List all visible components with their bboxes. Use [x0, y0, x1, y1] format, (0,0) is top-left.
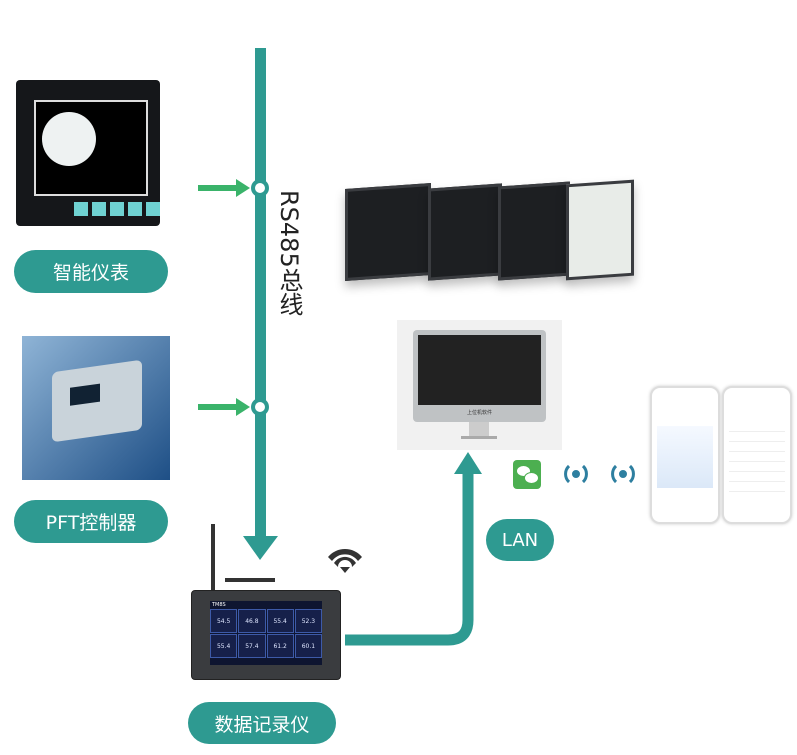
- pft-controller-image: [22, 336, 170, 480]
- bus-node-meter: [251, 179, 269, 197]
- logger-brand: TM8S: [212, 602, 226, 608]
- bus-node-pft: [251, 398, 269, 416]
- wifi-icon: [328, 548, 362, 573]
- lan-label: LAN: [486, 519, 554, 561]
- data-logger-label: 数据记录仪: [188, 702, 336, 744]
- green-arrow-meter: [198, 179, 250, 197]
- smart-meter-image: [16, 80, 160, 226]
- software-screen: [345, 182, 431, 282]
- bus-arrow-down: [243, 536, 278, 560]
- phone-chart: [650, 386, 720, 524]
- phone-list: [722, 386, 792, 524]
- software-screen: [498, 181, 570, 281]
- software-screen: [428, 183, 502, 281]
- logger-reading: 55.4: [266, 609, 294, 633]
- smart-meter-label: 智能仪表: [14, 250, 168, 293]
- green-arrow-pft: [198, 398, 250, 416]
- rs485-bus-label: RS485总线: [275, 190, 303, 316]
- wechat-icon: [513, 460, 541, 489]
- logger-reading: 60.1: [294, 634, 322, 658]
- lan-arrow-up: [454, 452, 482, 474]
- monitor-image: 上位机软件: [397, 320, 562, 450]
- logger-reading: 57.4: [238, 634, 266, 658]
- software-screen: [566, 179, 634, 281]
- monitor-caption: 上位机软件: [466, 410, 492, 416]
- data-logger-image: TM8S 54.5 46.8 55.4 52.3 55.4 57.4 61.2 …: [191, 590, 341, 680]
- antenna: [225, 578, 275, 582]
- logger-reading: 46.8: [238, 609, 266, 633]
- antenna: [211, 524, 215, 594]
- logger-reading: 54.5: [210, 609, 238, 633]
- logger-reading: 52.3: [294, 609, 322, 633]
- wireless-signal-icon: [564, 464, 635, 484]
- logger-reading: 55.4: [210, 634, 238, 658]
- pft-controller-label: PFT控制器: [14, 500, 168, 543]
- rs485-bus-line: [255, 48, 266, 538]
- logger-reading: 61.2: [266, 634, 294, 658]
- lan-line: [345, 472, 474, 646]
